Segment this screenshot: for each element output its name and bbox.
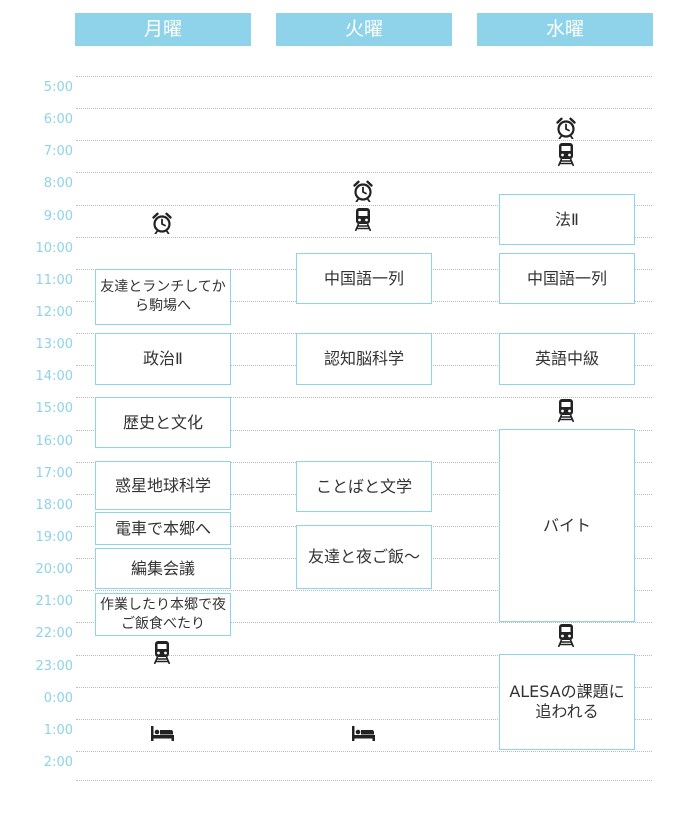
grid-line xyxy=(76,140,652,142)
time-label: 14:00 xyxy=(35,369,73,385)
event-monday-editing[interactable]: 編集会議 xyxy=(95,548,231,589)
train-icon xyxy=(557,142,575,166)
time-label: 9:00 xyxy=(43,208,73,224)
time-label: 18:00 xyxy=(35,497,73,513)
time-label: 15:00 xyxy=(35,401,73,417)
event-tuesday-words-literature[interactable]: ことばと文学 xyxy=(296,461,432,512)
grid-line xyxy=(76,172,652,174)
time-label: 17:00 xyxy=(35,465,73,481)
grid-line xyxy=(76,718,652,720)
grid-line xyxy=(76,76,652,77)
event-monday-politics[interactable]: 政治Ⅱ xyxy=(95,333,231,385)
event-wednesday-alesa[interactable]: ALESAの課題に追われる xyxy=(499,654,635,750)
train-icon xyxy=(354,207,372,231)
alarm-clock-icon xyxy=(556,117,576,139)
grid-line xyxy=(76,236,652,238)
train-icon xyxy=(153,640,171,664)
alarm-clock-icon xyxy=(353,180,373,202)
grid-line xyxy=(76,750,652,752)
event-monday-planetary[interactable]: 惑星地球科学 xyxy=(95,461,231,510)
event-monday-history[interactable]: 歴史と文化 xyxy=(95,397,231,448)
alarm-clock-icon xyxy=(152,212,172,234)
time-label: 16:00 xyxy=(35,433,73,449)
time-label: 6:00 xyxy=(43,112,73,128)
time-label: 21:00 xyxy=(35,594,73,610)
time-label: 1:00 xyxy=(43,722,73,738)
grid-line xyxy=(76,654,652,656)
time-label: 8:00 xyxy=(43,176,73,192)
grid-line xyxy=(76,780,652,781)
event-wednesday-chinese[interactable]: 中国語一列 xyxy=(499,253,635,304)
bed-icon xyxy=(352,726,375,741)
time-label: 19:00 xyxy=(35,529,73,545)
grid-line xyxy=(76,622,652,624)
time-label: 13:00 xyxy=(35,337,73,353)
time-label: 2:00 xyxy=(43,754,73,770)
grid-line xyxy=(76,108,652,110)
time-label: 7:00 xyxy=(43,144,73,160)
time-label: 23:00 xyxy=(35,658,73,674)
event-monday-train-hongo[interactable]: 電車で本郷へ xyxy=(95,512,231,545)
day-header-wednesday: 水曜 xyxy=(477,13,653,46)
event-tuesday-friends-dinner[interactable]: 友達と夜ご飯〜 xyxy=(296,525,432,589)
train-icon xyxy=(557,398,575,422)
train-icon xyxy=(557,623,575,647)
event-tuesday-cognitive[interactable]: 認知脳科学 xyxy=(296,333,432,385)
grid-line xyxy=(76,397,652,399)
day-header-tuesday: 火曜 xyxy=(276,13,452,46)
time-label: 5:00 xyxy=(43,80,73,95)
event-monday-work-dinner[interactable]: 作業したり本郷で夜ご飯食べたり xyxy=(95,593,231,636)
time-label: 12:00 xyxy=(35,304,73,320)
time-label: 22:00 xyxy=(35,626,73,642)
day-header-monday: 月曜 xyxy=(75,13,251,46)
time-label: 20:00 xyxy=(35,562,73,578)
grid-line xyxy=(76,590,652,592)
time-label: 11:00 xyxy=(35,272,73,288)
bed-icon xyxy=(151,726,174,741)
time-label: 10:00 xyxy=(35,240,73,256)
event-wednesday-law[interactable]: 法Ⅱ xyxy=(499,194,635,245)
grid-line xyxy=(76,686,652,688)
event-tuesday-chinese[interactable]: 中国語一列 xyxy=(296,253,432,304)
event-wednesday-part-time[interactable]: バイト xyxy=(499,429,635,622)
event-monday-lunch[interactable]: 友達とランチしてから駒場へ xyxy=(95,269,231,325)
event-wednesday-english[interactable]: 英語中級 xyxy=(499,333,635,385)
time-label: 0:00 xyxy=(43,690,73,706)
grid-line xyxy=(76,204,652,206)
grid-line xyxy=(76,429,652,431)
